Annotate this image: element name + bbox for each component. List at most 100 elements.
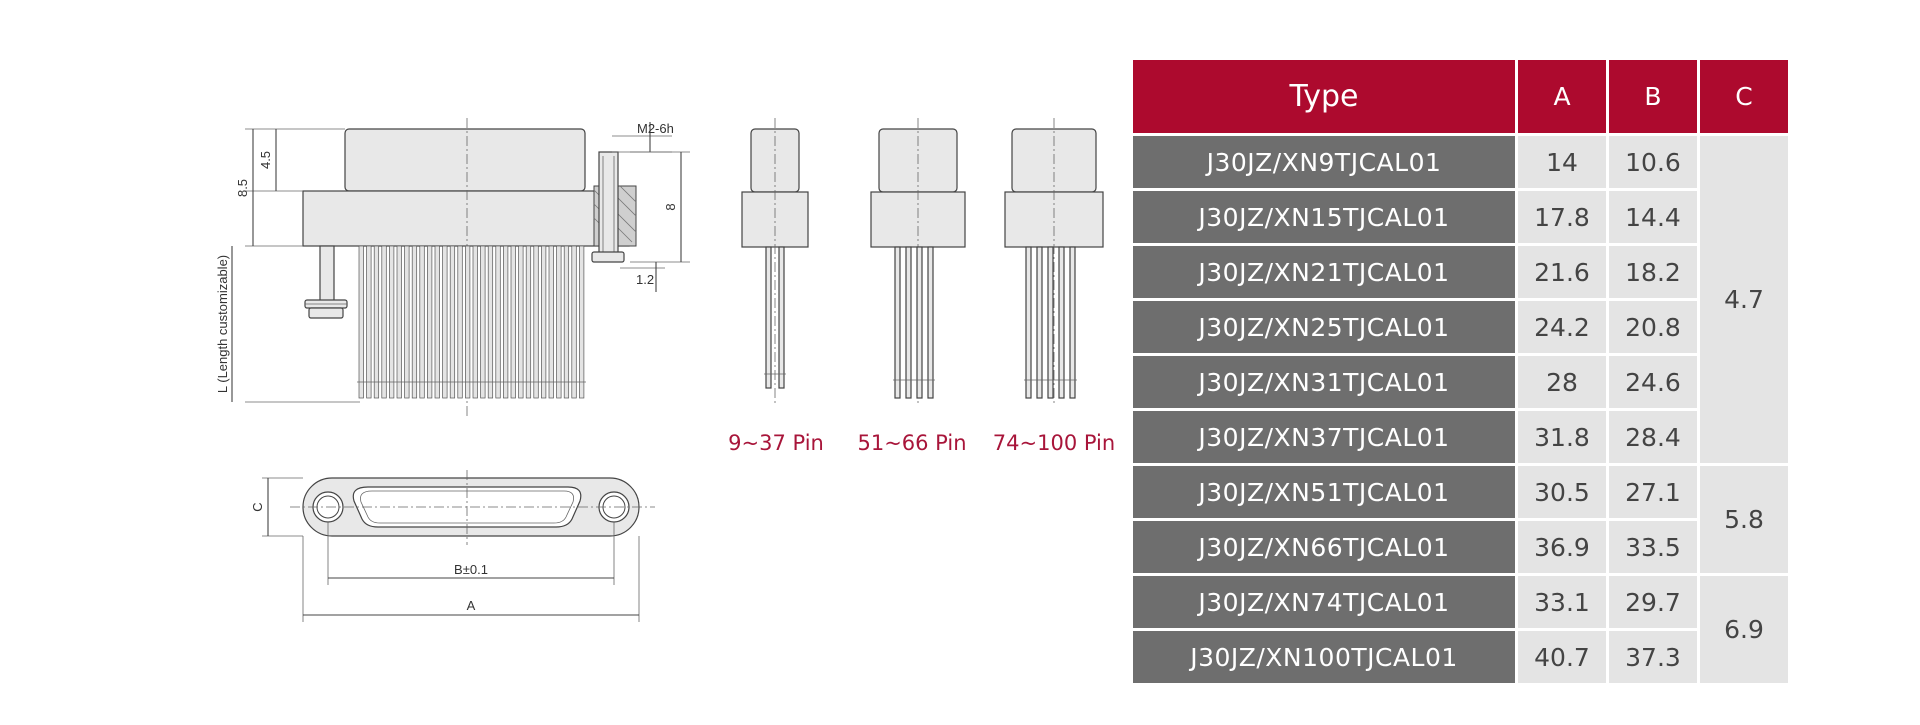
pin-variant-74-100	[1004, 118, 1104, 406]
side-dimensions	[231, 122, 690, 403]
type-cell: J30JZ/XN25TJCAL01	[1133, 301, 1515, 353]
right-screw-section	[591, 151, 637, 263]
table-row: J30JZ/XN100TJCAL01 40.7 37.3	[1133, 631, 1788, 683]
b-cell: 18.2	[1609, 246, 1697, 298]
side-pin	[480, 245, 486, 399]
c-cell: 6.9	[1700, 576, 1788, 683]
b-cell: 20.8	[1609, 301, 1697, 353]
b-cell: 29.7	[1609, 576, 1697, 628]
type-cell: J30JZ/XN51TJCAL01	[1133, 466, 1515, 518]
type-cell: J30JZ/XN9TJCAL01	[1133, 136, 1515, 188]
b-cell: 33.5	[1609, 521, 1697, 573]
type-cell: J30JZ/XN21TJCAL01	[1133, 246, 1515, 298]
side-pin	[571, 245, 577, 399]
table-row: J30JZ/XN21TJCAL01 21.6 18.2	[1133, 246, 1788, 298]
table-row: J30JZ/XN15TJCAL01 17.8 14.4	[1133, 191, 1788, 243]
side-pin	[457, 245, 463, 399]
dim-4-5: 4.5	[258, 151, 273, 169]
a-cell: 24.2	[1518, 301, 1606, 353]
side-pin	[465, 245, 471, 399]
c-cell: 5.8	[1700, 466, 1788, 573]
side-pin	[358, 245, 364, 399]
side-pin	[366, 245, 372, 399]
c-cell: 4.7	[1700, 136, 1788, 463]
side-pin	[373, 245, 380, 399]
header-a: A	[1518, 60, 1606, 133]
side-pin	[579, 245, 585, 399]
connector-housing-top	[344, 128, 586, 192]
side-pin	[518, 245, 524, 399]
table-row: J30JZ/XN66TJCAL01 36.9 33.5	[1133, 521, 1788, 573]
spec-table: Type A B C J30JZ/XN9TJCAL01 14 10.6 4.7 …	[1130, 57, 1791, 686]
table-row: J30JZ/XN25TJCAL01 24.2 20.8	[1133, 301, 1788, 353]
side-pin	[442, 245, 448, 399]
side-pin	[381, 245, 387, 399]
side-pin	[556, 245, 562, 399]
side-pin	[525, 245, 532, 399]
side-pin	[510, 245, 516, 399]
bottom-view: C B±0.1 A	[250, 470, 655, 622]
dim-c: C	[250, 502, 265, 511]
table-row: J30JZ/XN37TJCAL01 31.8 28.4	[1133, 411, 1788, 463]
side-pin	[434, 245, 440, 399]
header-type: Type	[1133, 60, 1515, 133]
b-cell: 27.1	[1609, 466, 1697, 518]
technical-drawing: M2-6h 4.5 8.5 8 1.2 L (Length customizab…	[215, 118, 1115, 622]
side-pin	[487, 245, 494, 399]
dim-8-5: 8.5	[235, 179, 250, 197]
left-screw	[304, 245, 348, 319]
type-cell: J30JZ/XN100TJCAL01	[1133, 631, 1515, 683]
dim-b: B±0.1	[454, 562, 488, 577]
a-cell: 17.8	[1518, 191, 1606, 243]
b-cell: 24.6	[1609, 356, 1697, 408]
side-pin	[548, 245, 554, 399]
pin-variant-51-66	[870, 118, 966, 406]
side-pin	[495, 245, 501, 399]
b-cell: 10.6	[1609, 136, 1697, 188]
side-pin	[411, 245, 418, 399]
a-cell: 36.9	[1518, 521, 1606, 573]
table-header-row: Type A B C	[1133, 60, 1788, 133]
a-cell: 28	[1518, 356, 1606, 408]
pin-label-9-37: 9~37 Pin	[728, 431, 824, 455]
pin-variant-9-37	[741, 118, 809, 406]
thread-dimension: M2-6h	[637, 121, 674, 136]
a-cell: 30.5	[1518, 466, 1606, 518]
side-pin	[472, 245, 478, 399]
type-cell: J30JZ/XN37TJCAL01	[1133, 411, 1515, 463]
dim-a: A	[467, 598, 476, 613]
table-row: J30JZ/XN51TJCAL01 30.5 27.1 5.8	[1133, 466, 1788, 573]
side-pin	[563, 245, 570, 399]
type-cell: J30JZ/XN31TJCAL01	[1133, 356, 1515, 408]
b-cell: 28.4	[1609, 411, 1697, 463]
side-pin	[389, 245, 395, 399]
a-cell: 33.1	[1518, 576, 1606, 628]
a-cell: 14	[1518, 136, 1606, 188]
side-pin	[503, 245, 509, 399]
pin-label-74-100: 74~100 Pin	[993, 431, 1115, 455]
header-b: B	[1609, 60, 1697, 133]
side-pin	[427, 245, 433, 399]
b-cell: 14.4	[1609, 191, 1697, 243]
dim-1-2: 1.2	[636, 272, 654, 287]
table-row: J30JZ/XN74TJCAL01 33.1 29.7 6.9	[1133, 576, 1788, 683]
side-pin	[419, 245, 425, 399]
side-pin	[533, 245, 539, 399]
length-dimension: L (Length customizable)	[215, 255, 230, 393]
table-row: J30JZ/XN31TJCAL01 28 24.6	[1133, 356, 1788, 408]
side-pin	[404, 245, 410, 399]
a-cell: 40.7	[1518, 631, 1606, 683]
side-pin	[541, 245, 547, 399]
side-view: M2-6h 4.5 8.5 8 1.2 L (Length customizab…	[215, 118, 690, 418]
side-pins	[357, 245, 586, 399]
a-cell: 31.8	[1518, 411, 1606, 463]
side-pin	[449, 245, 456, 399]
header-c: C	[1700, 60, 1788, 133]
side-pin	[396, 245, 402, 399]
type-cell: J30JZ/XN66TJCAL01	[1133, 521, 1515, 573]
dim-8: 8	[663, 203, 678, 210]
type-cell: J30JZ/XN74TJCAL01	[1133, 576, 1515, 628]
pin-label-51-66: 51~66 Pin	[857, 431, 966, 455]
b-cell: 37.3	[1609, 631, 1697, 683]
connector-flange	[302, 190, 630, 247]
